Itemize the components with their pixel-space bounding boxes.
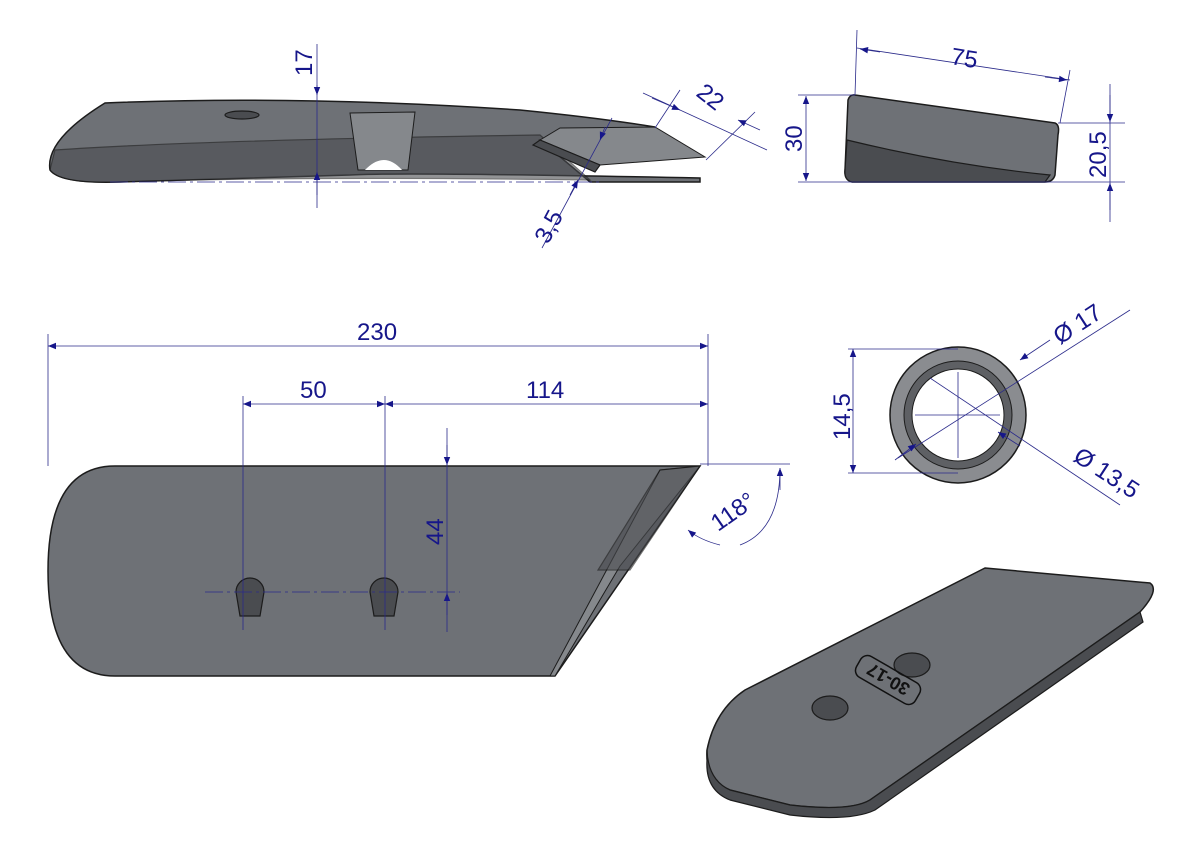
cutting-edge-face [596, 465, 702, 571]
ext-line [1059, 69, 1071, 124]
ext-line [854, 29, 858, 96]
arrow [687, 529, 721, 546]
dim-height-left-label: 30 [781, 125, 808, 152]
dim-outer-diameter-label: Ø 17 [1049, 299, 1107, 350]
dim-hole-spacing-label: 50 [300, 377, 327, 404]
dim-hole-offset-label: 44 [422, 518, 449, 545]
top-view-body [47, 465, 702, 677]
hole-cutout [365, 160, 402, 170]
iso-view-side [706, 611, 1144, 819]
arrow [599, 126, 606, 141]
arrow [894, 443, 917, 461]
arrow [859, 47, 881, 54]
iso-hole-1 [893, 652, 931, 678]
dim-line [642, 92, 768, 151]
mounting-hole-1 [235, 577, 265, 617]
dim-line [897, 309, 1131, 459]
hole-detail: 14,5 Ø 17 Ø 13,5 [829, 299, 1144, 506]
iso-hole-2 [811, 695, 849, 721]
slot-icon [224, 110, 260, 120]
mounting-hole-2 [369, 577, 399, 617]
arrow [1044, 75, 1068, 83]
dim-inner-diameter-label: Ø 13,5 [1069, 442, 1144, 504]
ext-line [705, 111, 756, 161]
dim-tip-width-label: 22 [691, 78, 729, 116]
dim-tip-angle-label: 118° [706, 487, 761, 537]
dim-height-right-label: 20,5 [1085, 131, 1112, 178]
dim-line [856, 47, 1071, 81]
arrow [997, 431, 1021, 447]
arrow [569, 179, 579, 196]
dim-line [929, 377, 1121, 506]
dim-width-label: 75 [949, 43, 980, 74]
iso-view: 30-17 [706, 567, 1155, 819]
dim-hole-depth-label: 14,5 [829, 393, 856, 440]
ext-line [654, 89, 681, 129]
dim-length-label: 230 [357, 319, 397, 346]
dim-tip-thickness-label: 3,5 [529, 206, 569, 248]
arrow [651, 97, 681, 111]
end-view-lower [844, 139, 1052, 183]
stamp-frame [854, 654, 922, 706]
end-view: 75 30 20,5 [781, 29, 1125, 222]
dim-height-label: 17 [291, 49, 318, 76]
hole-section [349, 111, 416, 171]
tip-insert-edge [531, 139, 601, 173]
dim-hole-to-tip-label: 114 [526, 377, 564, 404]
arrow [1019, 339, 1051, 361]
arrow [737, 119, 761, 131]
top-view: 230 50 114 44 118° [47, 319, 790, 677]
side-view: 17 22 3,5 [48, 44, 768, 249]
